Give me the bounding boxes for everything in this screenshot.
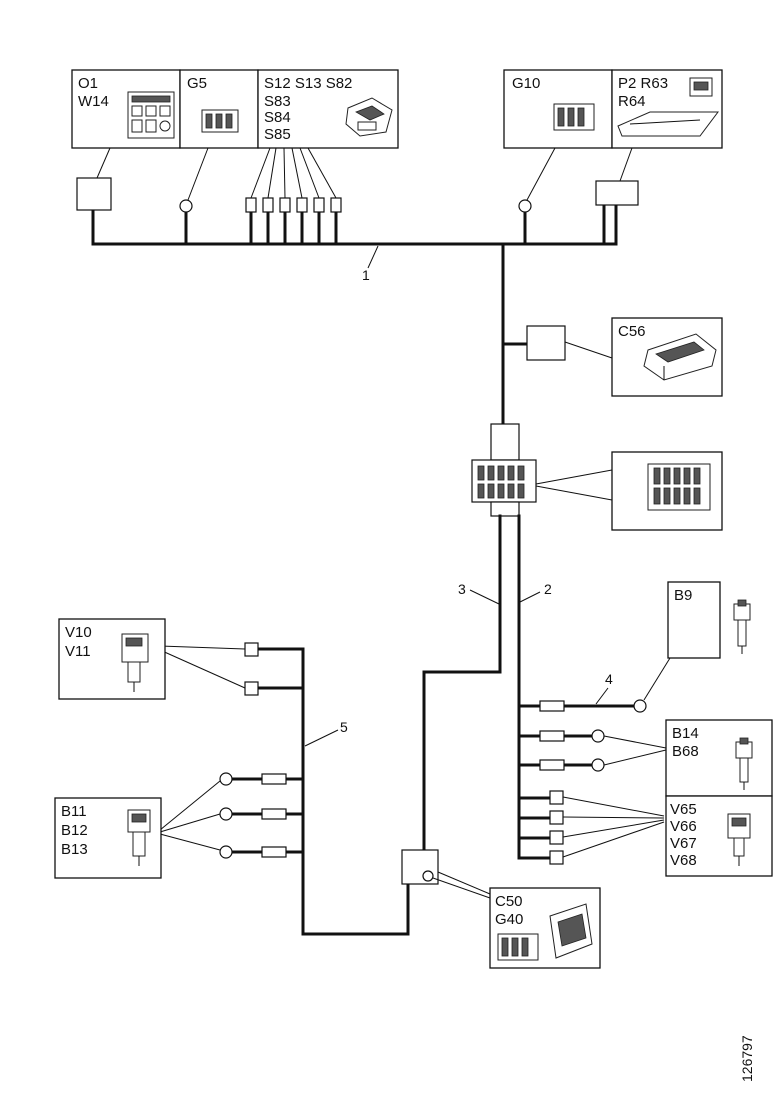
label-v68: V68 (670, 852, 697, 869)
box-g10: G10 (503, 69, 613, 149)
harness-number-3: 3 (458, 581, 466, 597)
leader-4 (595, 687, 609, 705)
right-branch-connectors (539, 699, 647, 865)
label-s83: S83 (264, 93, 291, 110)
switch-picture (345, 97, 393, 137)
box-c56: C56 (611, 317, 723, 397)
box-g5: G5 (179, 69, 259, 149)
leader-g40 (432, 877, 491, 899)
label-p2-r63: P2 R63 (618, 75, 668, 92)
leader-3 (469, 589, 500, 605)
leader-v10 (159, 645, 246, 650)
label-b9: B9 (674, 587, 692, 604)
harness-number-1: 1 (362, 267, 370, 283)
left-branch-connectors (219, 642, 287, 859)
label-s12-s13-s82: S12 S13 S82 (264, 75, 352, 92)
connector-picture-g5 (201, 109, 239, 133)
harness-2-3 (422, 514, 521, 860)
connector-o1 (76, 177, 112, 211)
label-s85: S85 (264, 126, 291, 143)
valve-picture-v65 (727, 813, 751, 866)
leader-v11 (159, 649, 246, 689)
box-b14-b68: B14 B68 (665, 719, 773, 797)
label-g10: G10 (512, 75, 540, 92)
box-p2-r63-r64: P2 R63 R64 (611, 69, 723, 149)
valve-picture-v10 (121, 633, 149, 692)
label-b13: B13 (61, 841, 88, 858)
label-b14: B14 (672, 725, 699, 742)
connector-g40 (422, 870, 434, 882)
box-v10-v11: V10 V11 (58, 618, 166, 700)
sensor-picture-b11 (127, 809, 151, 866)
connectors-switches (245, 197, 342, 213)
leader-b68 (603, 749, 667, 766)
connector-g5 (179, 199, 193, 213)
leader-c50 (437, 871, 491, 895)
label-r64: R64 (618, 93, 646, 110)
right-branches (517, 704, 642, 860)
leader-5 (304, 729, 339, 747)
label-s84: S84 (264, 109, 291, 126)
label-v66: V66 (670, 818, 697, 835)
label-v11: V11 (65, 643, 91, 660)
leader-central-a (535, 469, 613, 485)
box-central-connector (611, 451, 723, 531)
leaders-v65-v68 (562, 796, 665, 858)
label-g40: G40 (495, 911, 523, 928)
box-b11-b13: B11 B12 B13 (54, 797, 162, 879)
harness-1 (91, 203, 618, 426)
leaders-b11-b13 (159, 780, 221, 851)
connector-p2 (595, 180, 639, 206)
connector-picture-central (647, 463, 711, 511)
label-c56: C56 (618, 323, 646, 340)
label-g5: G5 (187, 75, 207, 92)
leader-b9 (643, 657, 671, 701)
box-switches: S12 S13 S82 S83 S84 S85 (257, 69, 399, 149)
label-b11: B11 (61, 803, 87, 820)
leader-central-b (535, 485, 613, 501)
box-c50-g40: C50 G40 (489, 887, 601, 969)
leader-lines-top (96, 147, 633, 269)
label-v65: V65 (670, 801, 697, 818)
label-c50: C50 (495, 893, 523, 910)
label-w14: W14 (78, 93, 109, 110)
leader-2 (519, 591, 541, 603)
instrument-panel-picture (617, 77, 719, 137)
control-unit-picture-c50 (549, 903, 593, 959)
sensor-picture-b14 (735, 737, 753, 790)
leader-b14 (603, 735, 667, 749)
leader-c56 (564, 341, 613, 359)
connector-picture-g40 (497, 933, 539, 961)
box-o1-w14: O1 W14 (71, 69, 181, 149)
label-v67: V67 (670, 835, 697, 852)
label-b12: B12 (61, 822, 88, 839)
harness-number-5: 5 (340, 719, 348, 735)
central-connector (471, 423, 537, 517)
connector-g10 (518, 199, 532, 213)
box-v65-v68: V65 V66 V67 V68 (665, 795, 773, 877)
harness-number-2: 2 (544, 581, 552, 597)
box-b9: B9 (667, 581, 751, 659)
label-o1: O1 (78, 75, 98, 92)
drawing-code: 126797 (739, 1035, 755, 1082)
label-b68: B68 (672, 743, 699, 760)
harness-number-4: 4 (605, 671, 613, 687)
sensor-picture-b9 (733, 599, 751, 654)
control-panel-picture (127, 91, 175, 139)
connector-c56 (526, 325, 566, 361)
label-v10: V10 (65, 624, 92, 641)
connector-picture-g10 (553, 103, 595, 131)
control-unit-picture-c56 (643, 333, 717, 381)
